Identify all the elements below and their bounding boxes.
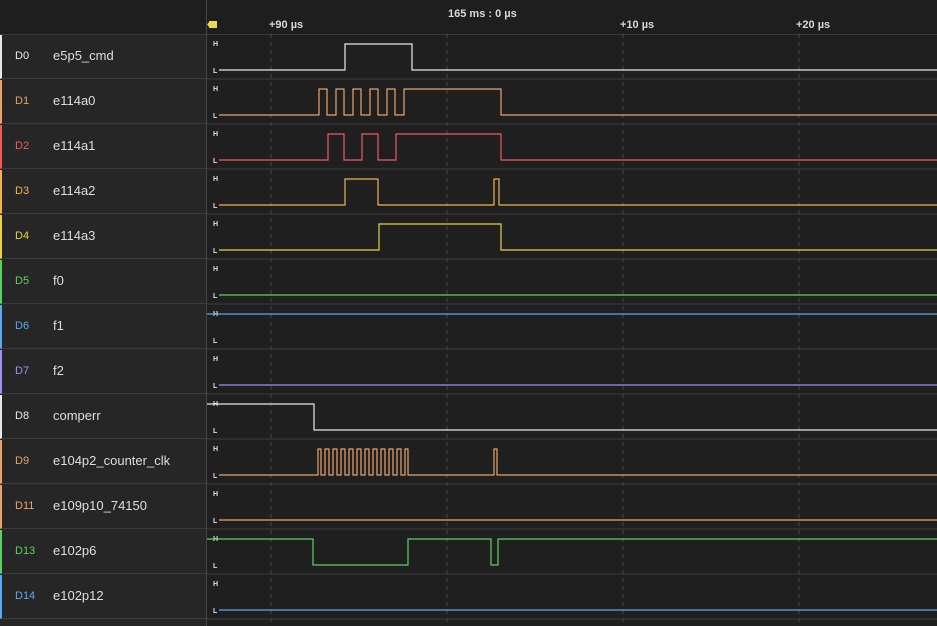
level-high-label: H xyxy=(213,356,218,363)
level-high-label: H xyxy=(213,131,218,138)
channel-id: D0 xyxy=(15,50,30,62)
level-high-label: H xyxy=(213,446,218,453)
channel-name: e104p2_counter_clk xyxy=(53,453,171,468)
channel-name: comperr xyxy=(53,408,101,423)
level-low-label: L xyxy=(213,473,218,480)
level-high-label: H xyxy=(213,176,218,183)
channel-waveform xyxy=(219,178,937,206)
channel-list-panel xyxy=(0,0,206,626)
channel-name: f1 xyxy=(53,318,64,333)
level-low-label: L xyxy=(213,248,218,255)
channel-row[interactable]: D1 e114a0 xyxy=(0,80,206,124)
channel-name: e114a2 xyxy=(53,183,96,198)
channel-name: e114a3 xyxy=(53,228,96,243)
channel-name: e114a1 xyxy=(53,138,96,153)
level-high-label: H xyxy=(213,41,218,48)
channel-name: e114a0 xyxy=(53,93,96,108)
level-low-label: L xyxy=(213,608,218,615)
channel-row[interactable]: D13 e102p6 xyxy=(0,530,206,574)
channel-id: D7 xyxy=(15,365,30,377)
channel-id: D3 xyxy=(15,185,30,197)
channel-id: D5 xyxy=(15,275,30,287)
channel-waveform xyxy=(219,133,937,161)
channel-row[interactable]: D3 e114a2 xyxy=(0,170,206,214)
level-high-label: H xyxy=(213,86,218,93)
channel-id: D14 xyxy=(15,590,36,602)
channel-id: D2 xyxy=(15,140,30,152)
channel-name: f0 xyxy=(53,273,64,288)
channel-row[interactable]: D7 f2 xyxy=(0,350,206,394)
channel-name: e5p5_cmd xyxy=(53,48,114,63)
level-low-label: L xyxy=(213,113,218,120)
channel-waveform xyxy=(219,43,937,71)
channel-waveform xyxy=(219,448,937,476)
channel-row[interactable]: D2 e114a1 xyxy=(0,125,206,169)
trigger-arrow-icon xyxy=(207,21,210,28)
channel-id: D8 xyxy=(15,410,30,422)
channel-row[interactable]: D5 f0 xyxy=(0,260,206,304)
level-low-label: L xyxy=(213,158,218,165)
channel-id: D11 xyxy=(15,500,35,512)
channel-row[interactable]: D9 e104p2_counter_clk xyxy=(0,440,206,484)
level-low-label: L xyxy=(213,68,218,75)
channel-row[interactable]: D8 comperr xyxy=(0,395,206,439)
channel-waveform xyxy=(207,538,937,566)
level-high-label: H xyxy=(213,221,218,228)
channel-row[interactable]: D4 e114a3 xyxy=(0,215,206,259)
channel-name: e102p12 xyxy=(53,588,104,603)
timeline-ruler[interactable]: 165 ms : 0 µs +90 µs +10 µs +20 µs xyxy=(207,0,937,35)
level-low-label: L xyxy=(213,518,218,525)
channel-waveform xyxy=(219,223,937,251)
level-low-label: L xyxy=(213,383,218,390)
channel-name: e102p6 xyxy=(53,543,97,558)
level-high-label: H xyxy=(213,266,218,273)
channel-name: e109p10_74150 xyxy=(53,498,147,513)
level-low-label: L xyxy=(213,203,218,210)
level-low-label: L xyxy=(213,338,218,345)
channel-id: D1 xyxy=(15,95,30,107)
timeline-tick-label: +10 µs xyxy=(620,19,655,31)
channel-id: D4 xyxy=(15,230,30,242)
timeline-tick-label: +20 µs xyxy=(796,19,831,31)
level-low-label: L xyxy=(213,293,218,300)
trigger-marker-icon[interactable] xyxy=(209,21,217,28)
timeline-center-label: 165 ms : 0 µs xyxy=(448,8,517,20)
channel-row[interactable]: D0 e5p5_cmd xyxy=(0,35,206,79)
channel-row[interactable]: D11 e109p10_74150 xyxy=(0,485,206,529)
level-high-label: H xyxy=(213,491,218,498)
channel-id: D9 xyxy=(15,455,30,467)
channel-name: f2 xyxy=(53,363,64,378)
channel-list-header xyxy=(0,0,206,35)
level-low-label: L xyxy=(213,428,218,435)
channel-waveform xyxy=(219,88,937,116)
channel-row[interactable]: D14 e102p12 xyxy=(0,575,206,619)
level-low-label: L xyxy=(213,563,218,570)
panel-divider[interactable] xyxy=(206,0,207,626)
channel-row[interactable]: D6 f1 xyxy=(0,305,206,349)
timeline-tick-label: +90 µs xyxy=(269,19,304,31)
channel-waveform xyxy=(207,403,937,431)
level-high-label: H xyxy=(213,581,218,588)
channel-id: D6 xyxy=(15,320,30,332)
channel-id: D13 xyxy=(15,545,36,557)
